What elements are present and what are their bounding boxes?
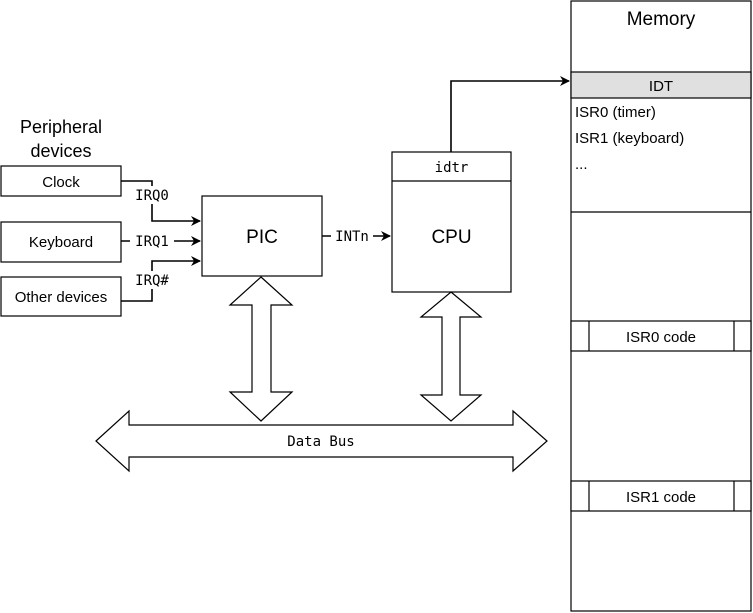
peripheral-title-line1: Peripheral (20, 117, 102, 137)
isr1-code-block: ISR1 code (570, 480, 752, 512)
device-label: Clock (42, 174, 80, 191)
irq0-label: IRQ0 (135, 188, 169, 204)
device-label: Other devices (15, 289, 108, 306)
peripheral-title-line2: devices (30, 141, 91, 161)
device-keyboard: Keyboard (0, 221, 122, 263)
idt-entry: ISR1 (keyboard) (575, 130, 684, 147)
cpu-bus-double-arrow (419, 291, 483, 422)
idt-header (570, 71, 752, 99)
device-other: Other devices (0, 276, 122, 317)
device-clock: Clock (0, 165, 122, 197)
memory-title: Memory (627, 9, 696, 30)
device-label: Keyboard (29, 234, 93, 251)
intn-label: INTn (335, 229, 369, 245)
memory-block: Memory IDT ISR0 (timer) ISR1 (keyboard) … (570, 0, 752, 612)
irq1-label: IRQ1 (135, 234, 169, 250)
idt-entry: ... (575, 156, 588, 173)
irq-other-label: IRQ# (135, 273, 169, 289)
irq0-label-bg (130, 186, 174, 204)
data-bus-arrow (95, 409, 548, 473)
isr0-code-block: ISR0 code (570, 320, 752, 352)
idt-entry: ISR0 (timer) (575, 104, 656, 121)
idtr-register-label: idtr (435, 160, 469, 176)
isr0-code-label: ISR0 code (626, 329, 696, 346)
idt-label: IDT (649, 78, 673, 95)
pic-label: PIC (246, 227, 278, 248)
data-bus-label: Data Bus (287, 434, 354, 450)
cpu-label: CPU (431, 227, 471, 248)
irq-other-label-bg (130, 271, 174, 289)
pic-box: PIC (201, 195, 323, 277)
intn-label-bg (331, 227, 373, 245)
isr1-code-label: ISR1 code (626, 489, 696, 506)
idtr-to-idt-arrow (450, 76, 570, 152)
cpu-box: idtr CPU (391, 151, 512, 293)
irq1-label-bg (130, 232, 174, 250)
pic-bus-double-arrow (228, 276, 294, 422)
